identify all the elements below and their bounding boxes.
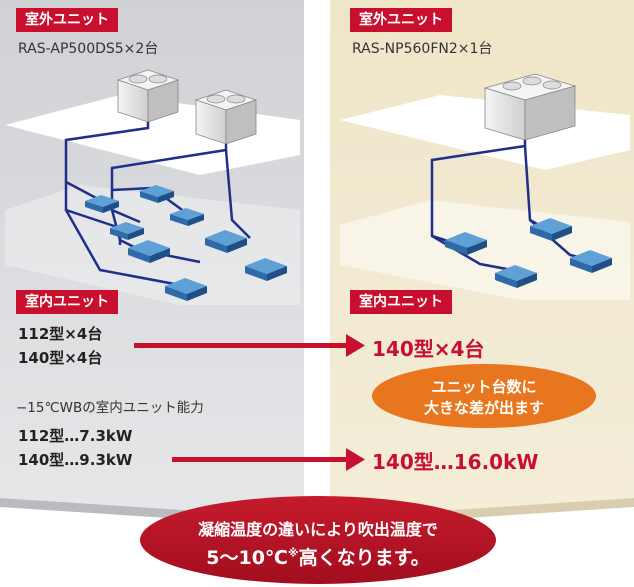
left-indoor-spec-2: 140型×4台 — [18, 349, 103, 367]
callout-ellipse — [372, 364, 596, 428]
left-indoor-spec-1: 112型×4台 — [18, 325, 103, 343]
arrow-capacity — [172, 448, 365, 471]
outdoor-unit-right — [483, 73, 577, 141]
footer-tail: 高くなります。 — [298, 547, 430, 569]
left-outdoor-model: RAS-AP500DS5×2台 — [18, 41, 159, 57]
left-capacity-2: 140型…9.3kW — [18, 451, 133, 469]
outdoor-unit-left-2 — [194, 89, 258, 145]
right-capacity: 140型…16.0kW — [372, 450, 539, 474]
left-piping — [64, 122, 251, 287]
callout-line-1: ユニット台数に — [431, 378, 537, 396]
left-indoor-tag: 室内ユニット — [16, 290, 118, 314]
right-outdoor-model: RAS-NP560FN2×1台 — [352, 41, 493, 57]
left-outdoor-tag: 室外ユニット — [16, 8, 118, 32]
left-capacity-note: −15℃WBの室内ユニット能力 — [16, 400, 204, 416]
footer-line-2: 5〜10℃※高くなります。 — [140, 543, 496, 570]
footer-line-1: 凝縮温度の違いにより吹出温度で — [198, 520, 438, 539]
footer-temp: 5〜10℃ — [206, 547, 288, 569]
callout-line-2: 大きな差が出ます — [423, 399, 544, 417]
right-indoor-tag: 室内ユニット — [350, 290, 452, 314]
footer-ellipse — [140, 496, 496, 584]
center-divider — [304, 0, 330, 523]
right-indoor-spec: 140型×4台 — [372, 337, 485, 361]
footer-asterisk: ※ — [287, 546, 299, 560]
outdoor-unit-left-1 — [116, 69, 180, 123]
left-capacity-1: 112型…7.3kW — [18, 427, 133, 445]
right-outdoor-tag: 室外ユニット — [350, 8, 452, 32]
arrow-spec — [134, 334, 365, 357]
